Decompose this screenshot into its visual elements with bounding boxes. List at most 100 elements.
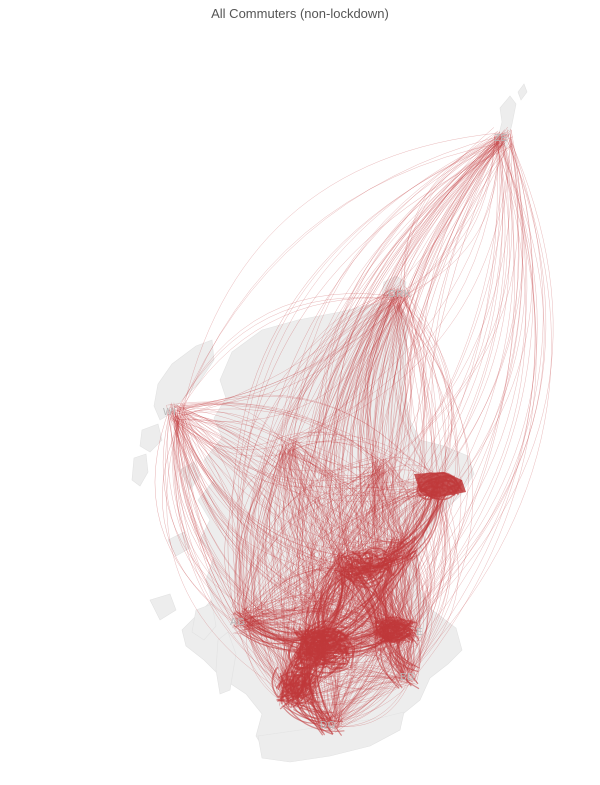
flow-line: [288, 438, 411, 637]
glasgow-flow-cluster: [318, 627, 330, 639]
flow-line: [242, 143, 494, 622]
flow-line: [177, 405, 402, 546]
flow-line: [411, 138, 544, 626]
glasgow-flow-cluster: [302, 655, 333, 667]
flow-line: [399, 554, 419, 672]
flow-line: [329, 296, 405, 570]
flow-line: [284, 290, 403, 453]
flow-line: [327, 547, 404, 720]
flow-line: [172, 407, 250, 615]
flow-line: [182, 417, 300, 697]
fife-flow-cluster: [356, 550, 373, 575]
flow-line: [389, 135, 502, 465]
flow-line: [287, 441, 415, 624]
fife-flow-cluster: [349, 559, 386, 570]
flow-line: [388, 130, 505, 551]
flow-line: [237, 443, 291, 628]
flow-line: [372, 288, 410, 640]
flow-line: [176, 411, 294, 450]
flow-line: [402, 536, 420, 667]
flow-line: [406, 143, 536, 677]
flow-line: [292, 136, 503, 710]
flow-line: [286, 471, 387, 692]
flow-line: [262, 449, 313, 646]
flow-line: [339, 289, 407, 568]
flow-line: [440, 143, 520, 481]
fife-flow-cluster: [363, 554, 372, 576]
flow-line: [334, 477, 443, 727]
flow-line: [177, 407, 349, 567]
flow-line: [287, 451, 352, 731]
flow-line: [274, 455, 323, 647]
flow-line: [366, 290, 402, 459]
flow-line: [403, 290, 453, 545]
flow-line: [252, 569, 340, 620]
flow-line: [405, 535, 429, 640]
flow-line: [290, 445, 403, 675]
flow-line: [185, 409, 394, 559]
flow-line: [175, 289, 405, 408]
flow-line: [291, 291, 396, 444]
flow-line: [239, 288, 399, 611]
flow-line: [173, 409, 345, 573]
flow-line: [400, 134, 506, 303]
flow-line: [179, 409, 387, 472]
flow-line: [294, 441, 385, 468]
glasgow-flow-cluster: [306, 631, 330, 650]
flow-line: [279, 482, 442, 707]
flow-line: [408, 489, 452, 671]
flow-line: [169, 418, 432, 489]
flow-line: [302, 129, 510, 637]
flow-line: [162, 420, 237, 626]
flow-line: [386, 137, 538, 638]
flow-line: [241, 462, 374, 624]
flow-line: [174, 409, 352, 574]
flow-line: [390, 299, 432, 636]
flow-line: [403, 135, 495, 301]
flow-line: [322, 302, 406, 649]
flow-line: [375, 460, 406, 539]
flow-line: [404, 285, 453, 544]
flow-line: [248, 470, 391, 615]
glasgow-flow-cluster: [307, 629, 312, 632]
glasgow-flow-cluster: [297, 628, 318, 635]
region-label-lot: E: [416, 627, 423, 638]
flow-line: [328, 635, 414, 731]
flow-line: [171, 402, 352, 575]
flow-line: [310, 133, 511, 650]
flow-line: [290, 294, 391, 695]
ayrshire-flow-cluster: [293, 674, 306, 679]
flow-line: [386, 643, 419, 673]
ayrshire-flow-cluster: [301, 683, 312, 688]
flow-line: [358, 288, 405, 626]
flow-line: [355, 296, 401, 473]
edinburgh-flow-cluster: [384, 635, 389, 641]
flow-line: [288, 431, 377, 463]
flow-line: [413, 137, 502, 554]
flow-line: [345, 144, 504, 563]
flow-line: [410, 492, 459, 674]
glasgow-flow-cluster: [330, 662, 342, 670]
flow-line: [312, 141, 505, 634]
flow-line: [308, 291, 393, 640]
flow-line: [174, 136, 512, 417]
flow-line: [345, 465, 392, 575]
flow-line: [359, 295, 404, 626]
flow-line: [174, 406, 410, 553]
flow-line: [292, 301, 401, 441]
flow-line: [284, 447, 354, 561]
flow-line: [249, 568, 339, 621]
flow-line: [247, 491, 437, 626]
flow-line: [393, 293, 441, 489]
flow-line: [350, 292, 397, 562]
flow-line: [336, 479, 446, 729]
flow-line: [381, 135, 506, 462]
ayrshire-flow-cluster: [282, 680, 307, 695]
fife-flow-cluster: [350, 551, 366, 580]
glasgow-flow-cluster: [324, 645, 343, 657]
flow-line: [385, 463, 435, 629]
flow-line: [166, 404, 296, 698]
flow-line: [410, 135, 554, 627]
flow-line: [175, 293, 405, 416]
flow-line: [291, 446, 396, 627]
